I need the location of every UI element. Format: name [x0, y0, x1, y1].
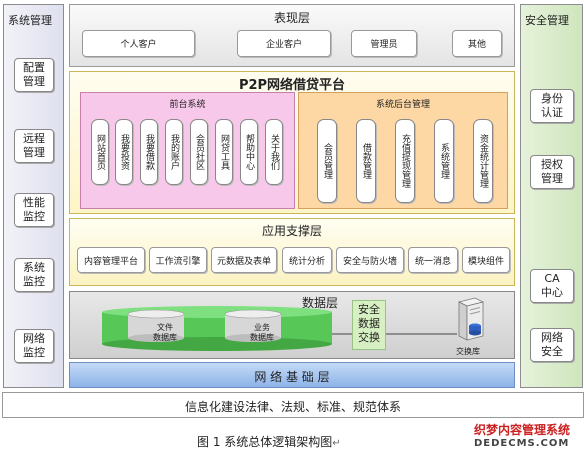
- law-standards-text: 信息化建设法律、法规、标准、规范体系: [184, 400, 401, 414]
- system-management-panel: 系统管理 配置管理 远程管理 性能监控 系统监控 网络监控: [3, 4, 64, 388]
- front-item: 我要借款: [140, 119, 158, 185]
- front-item: 我要投资: [115, 119, 133, 185]
- database-cylinder: [102, 306, 332, 351]
- support-layer: 应用支撑层 内容管理平台 工作流引擎 元数据及表单 统计分析 安全与防火墙 统一…: [69, 218, 515, 286]
- support-item: 统一消息: [408, 247, 458, 273]
- performance-monitor-box: 性能监控: [14, 193, 54, 227]
- front-system-title: 前台系统: [169, 100, 206, 110]
- p2p-platform: P2P网络借贷平台 前台系统 网站首页 我要投资 我要借款 我的账户 会员社区 …: [69, 71, 515, 214]
- support-item: 统计分析: [282, 247, 332, 273]
- admin-box: 管理员: [351, 30, 417, 57]
- support-item: 模块组件: [462, 247, 510, 273]
- support-layer-title: 应用支撑层: [261, 224, 322, 238]
- support-item: 元数据及表单: [211, 247, 277, 273]
- support-item: 工作流引擎: [149, 247, 207, 273]
- system-monitor-box: 系统监控: [14, 258, 54, 292]
- backend-item: 充值提现管理: [395, 119, 415, 203]
- p2p-platform-title: P2P网络借贷平台: [238, 78, 346, 93]
- data-layer: 数据层 文件数据库 业务数据库 安全数据交换 交换库: [69, 291, 515, 359]
- support-item: 安全与防火墙: [336, 247, 404, 273]
- front-item: 帮助中心: [240, 119, 258, 185]
- remote-management-box: 远程管理: [14, 129, 54, 163]
- exchange-db-label: 交换库: [456, 347, 480, 356]
- watermark-line1: 织梦内容管理系统: [474, 423, 571, 437]
- network-base-title: 网 络 基 础 层: [254, 370, 330, 384]
- server-icon: [457, 297, 485, 341]
- personal-client-box: 个人客户: [82, 30, 195, 57]
- enterprise-client-box: 企业客户: [237, 30, 331, 57]
- other-box: 其他: [452, 30, 502, 57]
- presentation-layer-title: 表现层: [273, 11, 310, 25]
- backend-item: 系统管理: [434, 119, 454, 203]
- watermark-line2: DEDECMS.COM: [474, 438, 570, 449]
- backend-system-title: 系统后台管理: [375, 100, 430, 110]
- network-base-layer: 网 络 基 础 层: [69, 362, 515, 388]
- connector-line: [332, 333, 457, 335]
- watermark: 织梦内容管理系统 DEDECMS.COM: [474, 424, 570, 450]
- front-item: 关于我们: [265, 119, 283, 185]
- system-management-title: 系统管理: [8, 14, 52, 27]
- support-item: 内容管理平台: [77, 247, 145, 273]
- identity-auth-box: 身份认证: [530, 89, 574, 123]
- front-item: 我的账户: [165, 119, 183, 185]
- backend-system: 系统后台管理 会员管理 借款管理 充值提现管理 系统管理 资金统计管理: [298, 92, 508, 209]
- front-item: 网站首页: [91, 119, 109, 185]
- presentation-layer: 表现层 个人客户 企业客户 管理员 其他: [69, 4, 515, 67]
- network-monitor-box: 网络监控: [14, 329, 54, 363]
- backend-item: 借款管理: [356, 119, 376, 203]
- security-management-title: 安全管理: [525, 14, 569, 27]
- figure-caption: 图 1 系统总体逻辑架构图↵: [197, 435, 341, 449]
- file-database-label: 文件数据库: [153, 323, 177, 342]
- backend-item: 资金统计管理: [473, 119, 493, 203]
- secure-data-exchange: 安全数据交换: [352, 300, 386, 350]
- backend-item: 会员管理: [317, 119, 337, 203]
- config-management-box: 配置管理: [14, 58, 54, 92]
- law-standards-bar: 信息化建设法律、法规、标准、规范体系: [2, 392, 584, 418]
- data-layer-title: 数据层: [302, 296, 339, 310]
- front-item: 网贷工具: [215, 119, 233, 185]
- business-database-label: 业务数据库: [250, 323, 274, 342]
- front-item: 会员社区: [190, 119, 208, 185]
- front-system: 前台系统 网站首页 我要投资 我要借款 我的账户 会员社区 网贷工具 帮助中心 …: [80, 92, 295, 209]
- authorization-box: 授权管理: [530, 155, 574, 189]
- network-security-box: 网络安全: [530, 328, 574, 362]
